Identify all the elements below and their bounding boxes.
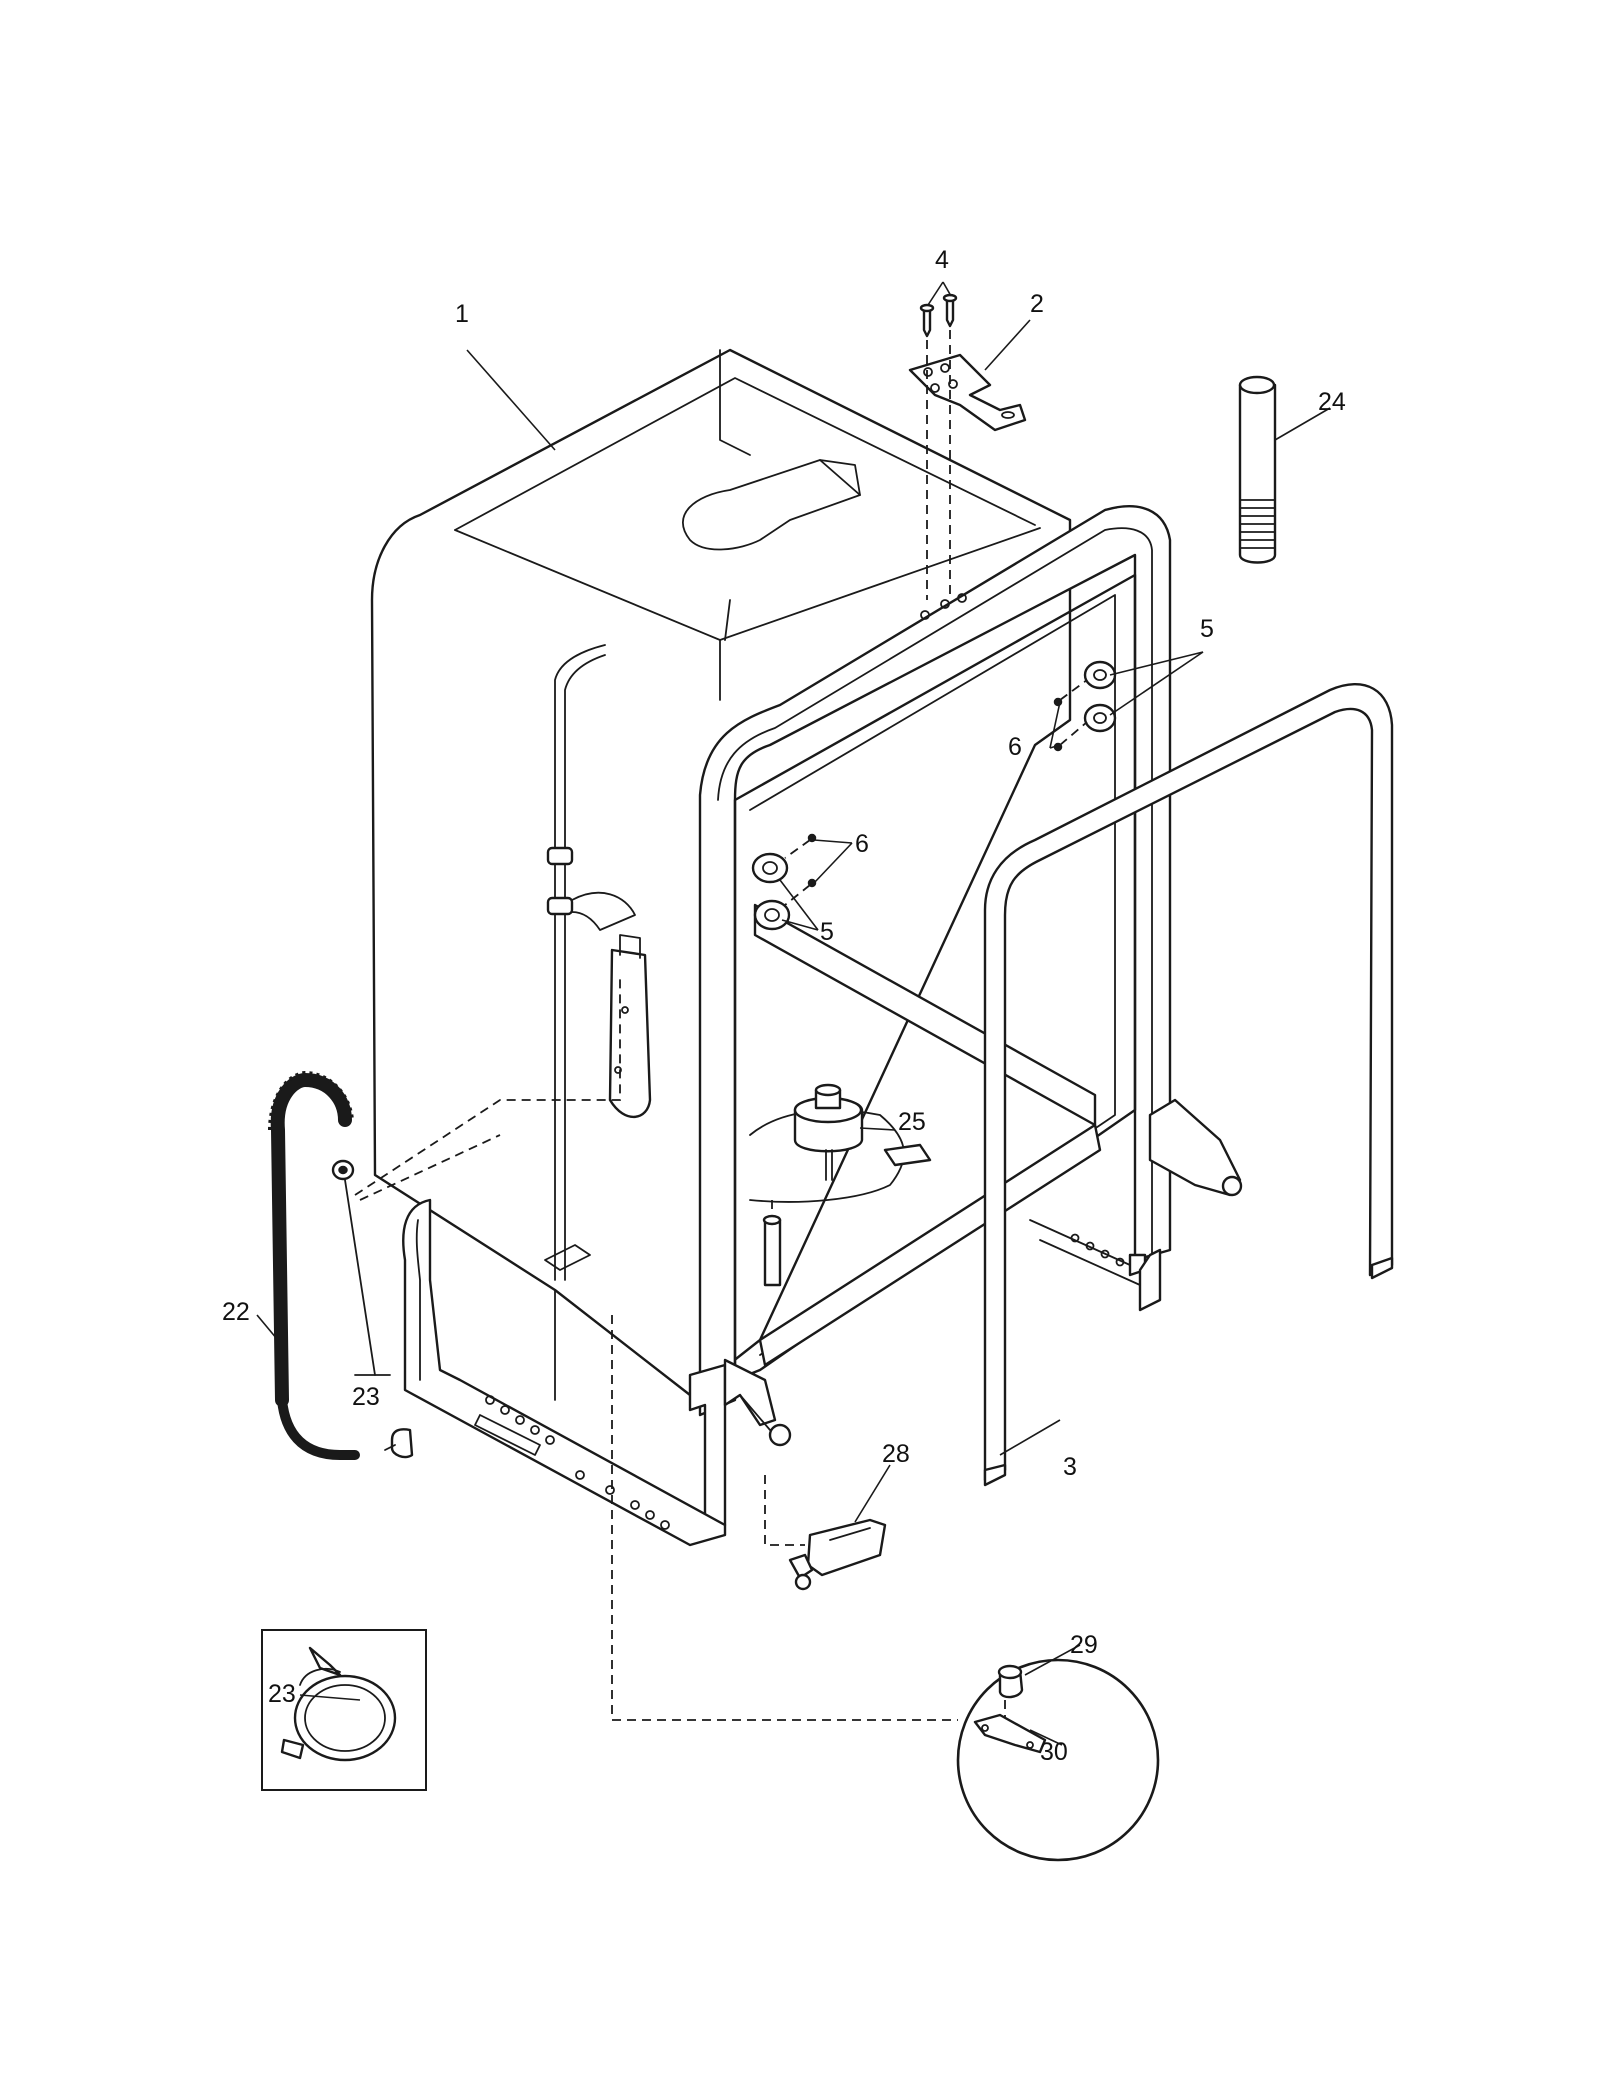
- rail-holes: [485, 1233, 1125, 1530]
- float-switch: [788, 1518, 887, 1591]
- callout-fill-tube: 24: [1318, 388, 1346, 416]
- callout-screws-top: 4: [935, 246, 949, 274]
- mounting-bracket: [908, 353, 1027, 432]
- callout-rollers-right: 5: [1200, 615, 1214, 643]
- callout-roller-screws-right: 6: [1008, 733, 1022, 761]
- callout-part-29: 29: [1070, 1631, 1098, 1659]
- leader-lines: [256, 281, 1331, 1746]
- callout-float: 25: [898, 1108, 926, 1136]
- rollers-right: [1083, 660, 1117, 733]
- callout-clamp-detail: 23: [268, 1680, 296, 1708]
- rollers-left: [751, 852, 791, 931]
- callout-drain-hose: 22: [222, 1298, 250, 1326]
- callouts: 1 2 3 4 5 5 6 6 22 23 23 24 25 28 29 30: [222, 246, 1346, 1766]
- callout-door-gasket: 3: [1063, 1453, 1077, 1481]
- callout-float-switch: 28: [882, 1440, 910, 1468]
- fill-tube: [1238, 375, 1277, 564]
- callout-part-30: 30: [1040, 1738, 1068, 1766]
- clamp-detail-inset: [261, 1629, 427, 1791]
- door-gasket: [983, 683, 1394, 1487]
- callout-bracket: 2: [1030, 290, 1044, 318]
- detail-inset-float-switch: [956, 1658, 1160, 1862]
- callout-rollers-left: 5: [820, 918, 834, 946]
- hose-clamp-lower: [384, 1428, 414, 1459]
- front-frame: [402, 505, 1243, 1547]
- bracket-screws: [919, 293, 958, 338]
- hose-clamp-upper: [331, 1159, 355, 1181]
- callout-tub: 1: [455, 300, 469, 328]
- callout-roller-screws-left: 6: [855, 830, 869, 858]
- float-assembly: [762, 1083, 932, 1287]
- drain-hose: [268, 1070, 360, 1460]
- callout-hose-clamp: 23: [352, 1383, 380, 1411]
